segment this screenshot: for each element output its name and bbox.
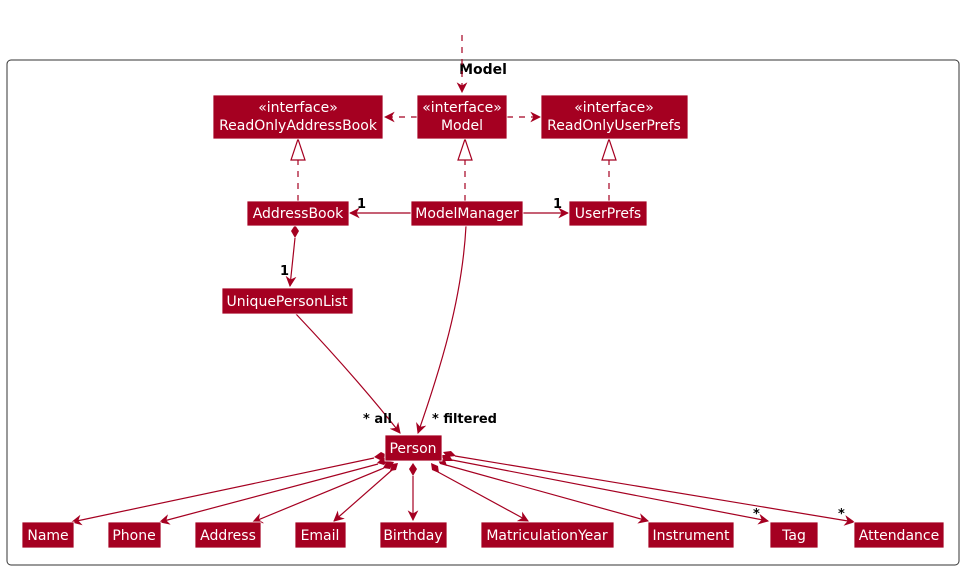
package-title: Model	[459, 62, 507, 78]
class-name: Model	[441, 118, 483, 134]
class-name: ModelManager	[415, 206, 519, 222]
person-compositions	[70, 451, 856, 526]
class-userprefs: UserPrefs	[568, 200, 648, 227]
class-readonlyaddressbook: «interface» ReadOnlyAddressBook	[212, 94, 384, 140]
class-name: Address	[200, 528, 256, 544]
class-instrument: Instrument	[647, 521, 735, 549]
class-name: ReadOnlyAddressBook	[219, 118, 378, 134]
class-addressbook: AddressBook	[246, 200, 350, 227]
class-modelmanager: ModelManager	[410, 200, 524, 227]
realization-triangle-addressbook	[290, 137, 306, 161]
class-tag: Tag	[769, 521, 819, 549]
composition-person-address	[252, 467, 385, 524]
class-name: Person	[389, 441, 436, 457]
composition-person-attendance	[454, 455, 856, 526]
multiplicity-person-filtered: * filtered	[432, 412, 497, 427]
model-package-frame	[6, 59, 960, 566]
stereotype-label: «interface»	[422, 100, 502, 116]
class-name: Birthday	[383, 528, 442, 544]
class-name: Attendance	[859, 528, 939, 544]
class-name: UserPrefs	[575, 206, 641, 222]
multiplicity-attendance: *	[838, 507, 845, 522]
stereotype-label: «interface»	[574, 100, 654, 116]
class-model-interface: «interface» Model	[416, 94, 508, 140]
composition-person-phone	[158, 463, 379, 525]
multiplicity-tag: *	[753, 507, 760, 522]
class-email: Email	[294, 521, 347, 549]
composition-person-name	[70, 457, 375, 526]
composition-diamond-addressbook	[291, 225, 299, 238]
composition-person-instrument	[445, 464, 650, 524]
class-name: Name	[27, 528, 68, 544]
composition-person-tag	[451, 459, 770, 525]
class-readonlyuserprefs: «interface» ReadOnlyUserPrefs	[540, 94, 689, 140]
realization-triangle-userprefs	[601, 137, 617, 161]
class-name-attr: Name	[21, 521, 75, 549]
class-name: Tag	[781, 528, 806, 544]
multiplicity-addressbook: 1	[357, 197, 366, 212]
composition-addressbook-uniquepersonlist	[285, 237, 297, 288]
class-matriculationyear: MatriculationYear	[480, 521, 615, 549]
association-modelmanager-person-filtered	[416, 225, 467, 435]
class-name: Email	[301, 528, 340, 544]
composition-person-email	[333, 469, 393, 522]
composition-person-matriculationyear	[437, 471, 529, 522]
multiplicity-uniquepersonlist: 1	[280, 264, 289, 279]
realization-triangle-modelmanager	[457, 137, 473, 161]
class-person: Person	[384, 434, 443, 462]
class-phone: Phone	[107, 521, 162, 549]
class-name: UniquePersonList	[227, 294, 348, 310]
class-birthday: Birthday	[379, 521, 448, 549]
class-name: Phone	[112, 528, 155, 544]
stereotype-label: «interface»	[258, 100, 338, 116]
class-name: AddressBook	[253, 206, 344, 222]
class-uniquepersonlist: UniquePersonList	[221, 287, 354, 315]
class-name: MatriculationYear	[486, 528, 608, 544]
class-name: ReadOnlyUserPrefs	[547, 118, 681, 134]
class-address: Address	[194, 521, 262, 549]
class-attendance: Attendance	[853, 521, 945, 549]
multiplicity-userprefs: 1	[553, 197, 562, 212]
multiplicity-person-all: * all	[363, 412, 392, 427]
association-uniquepersonlist-person-all	[295, 313, 401, 434]
class-name: Instrument	[652, 528, 730, 544]
